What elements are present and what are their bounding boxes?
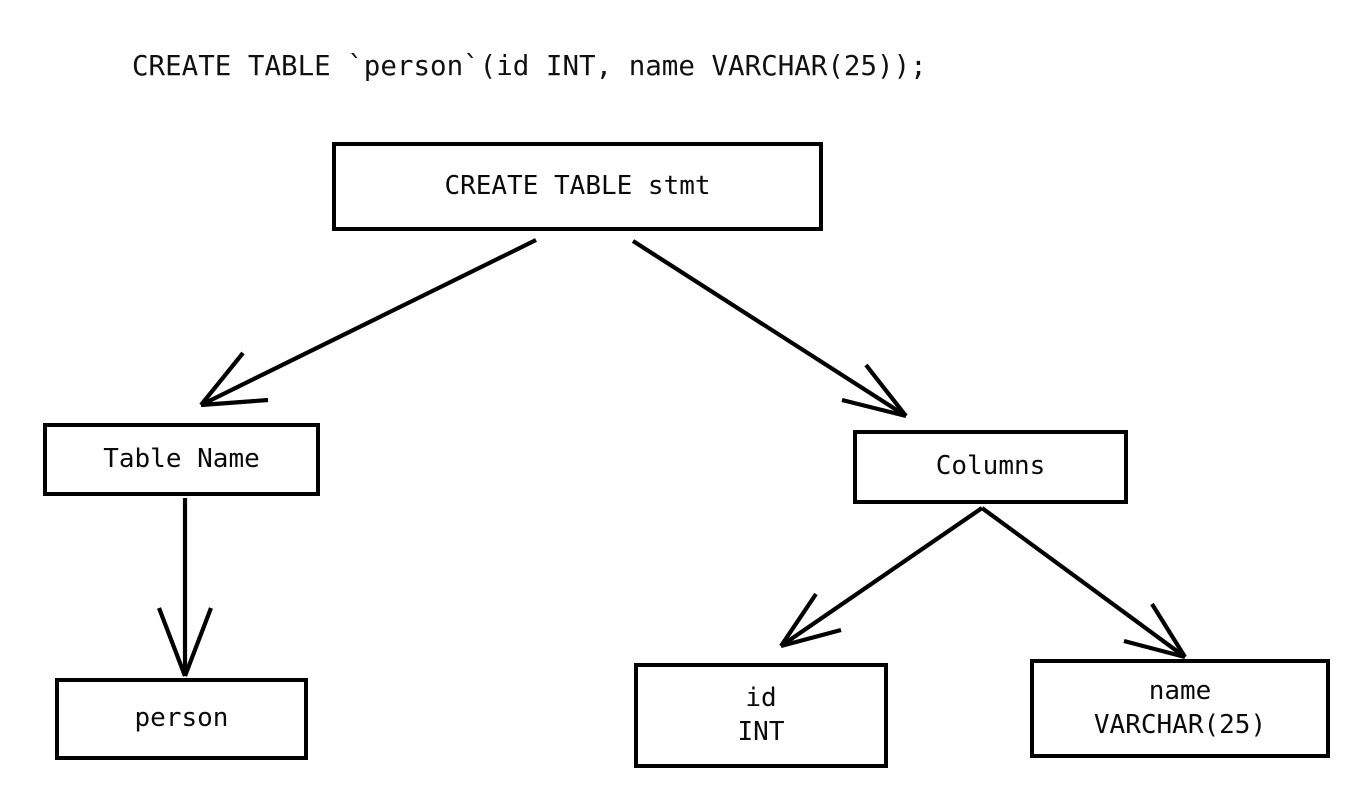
edge-columns-to-column-name [980,506,1187,660]
node-label: Columns [935,451,1046,482]
node-create-table-stmt[interactable]: CREATE TABLE stmt [332,142,823,231]
edge-columns-to-column-id [779,506,984,649]
edge-root-to-columns [631,239,908,419]
node-label: Table Name [103,443,260,474]
column-name-label: id [745,683,777,714]
node-person[interactable]: person [55,678,308,760]
node-table-name[interactable]: Table Name [43,423,320,496]
column-type-label: INT [737,716,785,747]
node-column-name[interactable]: name VARCHAR(25) [1030,659,1330,758]
node-columns[interactable]: Columns [853,430,1128,504]
edge-table-name-to-person [157,498,213,677]
edge-root-to-table-name [199,238,537,408]
column-name-label: name [1148,676,1212,707]
node-label: CREATE TABLE stmt [444,170,711,201]
column-type-label: VARCHAR(25) [1093,709,1267,740]
node-column-id[interactable]: id INT [634,663,888,768]
sql-statement-text: CREATE TABLE `person`(id INT, name VARCH… [132,50,927,82]
node-label: person [134,703,229,734]
